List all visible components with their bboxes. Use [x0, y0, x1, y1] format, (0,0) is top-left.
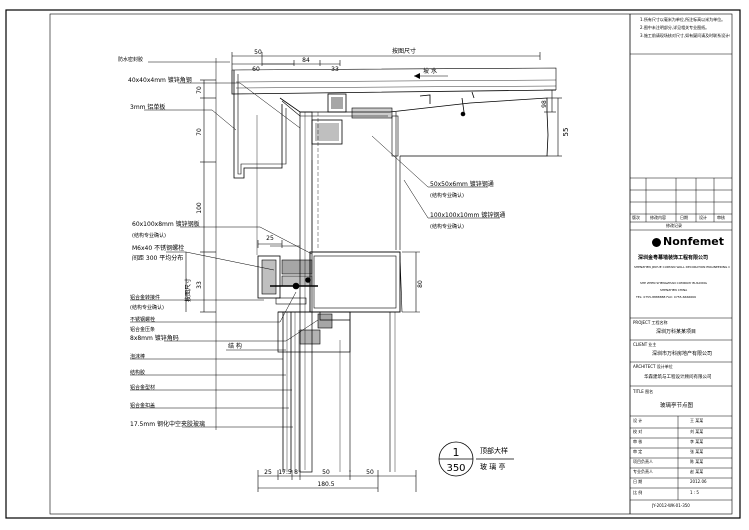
info-value-0: 王 某某	[690, 418, 704, 423]
company-logo-icon	[652, 238, 661, 247]
dim-top-50: 50	[254, 49, 262, 56]
dim-top-33: 33	[331, 66, 339, 73]
dim-top-span: 按图尺寸	[392, 47, 416, 55]
dim-right-55: 55	[562, 128, 570, 137]
dim-left-70b: 70	[196, 128, 203, 136]
dim-mid-25: 25	[266, 235, 274, 242]
dim-left-70a: 70	[196, 86, 203, 94]
dim-bot-50a: 50	[322, 469, 330, 476]
info-label-1: 校 对	[633, 429, 643, 434]
callout-bolt-spacing: 间距 300 平均分布	[132, 254, 183, 262]
outer-border	[5, 9, 741, 519]
dim-top-60: 60	[252, 66, 260, 73]
info-value-1: 刘 某某	[690, 429, 704, 434]
callout-angle-steel: 40x40x4mm 镀锌角钢	[128, 76, 192, 84]
dim-bot-50b: 50	[366, 469, 374, 476]
info-value-5: 赵 某某	[690, 469, 704, 474]
callout-steel-tube-50-note: (结构专业确认)	[430, 192, 464, 199]
rev-header-3: 设计	[699, 215, 707, 220]
callout-steel-tube-100: 100x100x10mm 镀锌钢通	[430, 211, 505, 219]
company-name-en: SHENZHEN JINYUE CURTAIN WALL DECORATION …	[634, 265, 730, 269]
rev-label: 修改记录	[666, 223, 682, 228]
info-value-7: 1 : 5	[690, 490, 699, 495]
title-name: 玻璃亭节点图	[660, 403, 694, 409]
note-3: 3.施工前请现场核对尺寸,如有疑问请及时联系设计单位。	[640, 33, 730, 38]
callout-aluminium-panel: 3mm 铝单板	[130, 103, 165, 111]
callout-bolt: M6x40 不锈钢螺栓	[132, 244, 184, 252]
rev-header-1: 修改内容	[650, 215, 666, 220]
detail-title: 顶部大样	[480, 446, 508, 455]
rev-header-4: 审核	[717, 215, 725, 220]
info-label-5: 专业负责人	[633, 469, 653, 474]
callout-adapter-note: (结构专业确认)	[130, 304, 164, 311]
callout-pressure-plate: 铝合金压条	[130, 326, 155, 333]
callout-steel-plate-note: (结构专业确认)	[132, 232, 166, 239]
callout-structure: 结 构	[228, 342, 242, 350]
info-value-6: 2012.06	[690, 479, 707, 484]
callout-structural-sealant: 结构胶	[130, 369, 145, 376]
detail-drawing	[185, 52, 562, 492]
dim-bot-total: 180.5	[317, 481, 334, 488]
client-label: CLIENT 业主	[633, 342, 657, 347]
dim-bot-8: 8	[294, 469, 298, 476]
project-name: 深圳万科某某项目	[656, 329, 697, 335]
dim-bot-25: 25	[264, 469, 272, 476]
company-address-2: SHENZHEN CHINA	[660, 288, 688, 292]
callout-steel-tube-50: 50x50x6mm 镀锌钢通	[430, 180, 494, 188]
callout-ss-bolt: 不锈钢螺栓	[130, 316, 155, 323]
inner-border	[49, 13, 733, 515]
company-address-1: SHE ZHEN SHENGZHAN COMPANY BUILDING	[640, 281, 707, 285]
callout-leaders	[130, 61, 500, 428]
dim-bot-17-5: 17.5	[278, 469, 292, 476]
client-name: 深圳市万科房地产有限公司	[652, 351, 713, 357]
info-label-0: 设 计	[633, 418, 643, 423]
callout-steel-plate: 60x100x8mm 镀锌钢板	[132, 220, 200, 228]
title-block-grid	[630, 53, 732, 501]
slope-label: 坡 水	[423, 67, 437, 75]
project-label: PROJECT 工程名称	[633, 320, 668, 325]
dim-left-33: 33	[196, 281, 203, 289]
note-1: 1.所有尺寸以毫米为单位,所注标高以米为单位。	[640, 17, 726, 22]
detail-subtitle: 玻 璃 亭	[480, 462, 505, 471]
callout-labels: 防水密封胶 40x40x4mm 镀锌角钢 3mm 铝单板 50x50x6mm 镀…	[118, 56, 505, 428]
detail-sheet: 350	[446, 463, 465, 474]
info-value-2: 李 某某	[690, 439, 704, 444]
callout-steel-tube-100-note: (结构专业确认)	[430, 223, 464, 230]
callout-adapter: 铝合金转接件	[130, 294, 160, 301]
info-label-2: 审 核	[633, 439, 643, 444]
company-contact: TEL: 0755-8888888 FAX: 0755-6666666	[636, 295, 696, 299]
dim-right-98: 98	[541, 100, 548, 108]
info-label-4: 项目负责人	[633, 459, 653, 464]
company-name-cn: 深圳金粤幕墙装饰工程有限公司	[638, 255, 709, 261]
dimension-labels: 50 60 84 33 按图尺寸 坡 水 98 55 70 70 100 按图尺…	[184, 47, 570, 488]
rev-header-2: 日期	[680, 215, 688, 220]
rev-header-0: 版次	[632, 215, 640, 220]
architect-name: 华森建筑与工程设计顾问有限公司	[644, 375, 712, 380]
drawing-number: JY-2012-WK-01-350	[652, 503, 690, 508]
callout-sealant: 防水密封胶	[118, 56, 143, 63]
company-logo: Nonfemet	[663, 235, 725, 248]
callout-glass: 17.5mm 钢化中空夹胶玻璃	[130, 420, 205, 428]
info-value-4: 陈 某某	[690, 459, 704, 464]
info-label-3: 审 定	[633, 449, 643, 454]
dim-top-84: 84	[302, 57, 310, 64]
dim-mid-80: 80	[417, 280, 424, 288]
callout-foam-rod: 泡沫棒	[130, 353, 145, 360]
title-label: TITLE 图名	[633, 389, 654, 394]
detail-marker: 1 350 顶部大样 玻 璃 亭	[438, 441, 514, 477]
callout-aluminium-profile: 铝合金型材	[130, 384, 155, 391]
note-2: 2.图中未注明部分,详见相关专业图纸。	[640, 25, 710, 30]
info-label-6: 日 期	[633, 479, 643, 484]
callout-angle-clip: 8x8mm 镀锌角码	[130, 334, 179, 342]
info-label-7: 比 例	[633, 490, 643, 495]
dim-left-label: 按图尺寸	[184, 278, 192, 302]
info-value-3: 张 某某	[690, 449, 704, 454]
callout-cover-cap: 铝合金扣盖	[130, 402, 155, 409]
architect-label: ARCHITECT 设计单位	[633, 364, 673, 369]
dim-left-100: 100	[196, 202, 203, 214]
detail-number: 1	[453, 446, 460, 459]
